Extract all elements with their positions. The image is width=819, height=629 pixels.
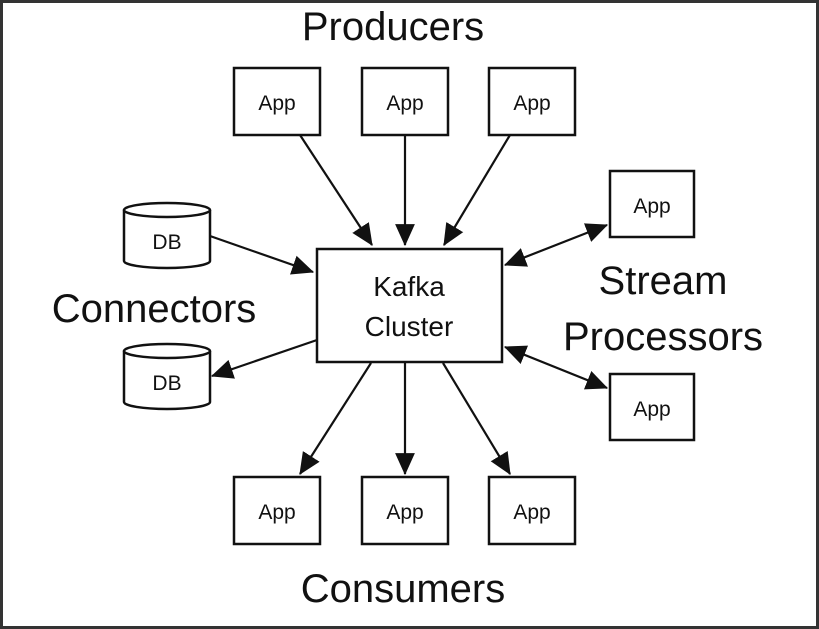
- db-source[interactable]: DB: [122, 201, 212, 270]
- edge-producer-1-kafka: [299, 134, 373, 246]
- producers-label: Producers: [302, 5, 484, 49]
- db-source-label: DB: [152, 231, 181, 254]
- consumer-app-2-label: App: [386, 501, 423, 524]
- stream-app-2[interactable]: App: [608, 372, 696, 442]
- stream-label-line1: Stream: [599, 259, 728, 303]
- consumer-app-3-label: App: [513, 501, 550, 524]
- consumer-app-1[interactable]: App: [232, 475, 322, 546]
- stream-app-1[interactable]: App: [608, 169, 696, 239]
- producer-app-1[interactable]: App: [232, 66, 322, 137]
- kafka-cluster-label-line1: Kafka: [373, 271, 445, 302]
- db-sink[interactable]: DB: [122, 342, 212, 411]
- edge-kafka-stream-2: [503, 345, 609, 390]
- producer-app-3[interactable]: App: [487, 66, 577, 137]
- consumer-app-1-label: App: [258, 501, 295, 524]
- consumers-label: Consumers: [301, 567, 506, 611]
- db-sink-label: DB: [152, 372, 181, 395]
- producer-app-3-label: App: [513, 92, 550, 115]
- kafka-cluster[interactable]: Kafka Cluster: [315, 247, 504, 364]
- stream-app-1-label: App: [633, 195, 670, 218]
- edge-db-1-kafka: [209, 234, 315, 275]
- edge-kafka-db-2: [210, 338, 318, 379]
- producer-app-1-label: App: [258, 92, 295, 115]
- edge-kafka-consumer-1: [299, 362, 372, 475]
- producer-app-2-label: App: [386, 92, 423, 115]
- consumer-app-2[interactable]: App: [360, 475, 450, 546]
- edge-kafka-consumer-3: [442, 362, 511, 475]
- consumer-app-3[interactable]: App: [487, 475, 577, 546]
- connectors-label: Connectors: [52, 287, 257, 331]
- stream-label-line2: Processors: [563, 315, 763, 359]
- edge-producer-3-kafka: [443, 134, 511, 246]
- producer-app-2[interactable]: App: [360, 66, 450, 137]
- stream-app-2-label: App: [633, 398, 670, 421]
- edge-kafka-stream-1: [503, 223, 609, 267]
- kafka-cluster-label-line2: Cluster: [365, 311, 454, 342]
- kafka-diagram: Producers Connectors Stream Processors C…: [52, 5, 763, 611]
